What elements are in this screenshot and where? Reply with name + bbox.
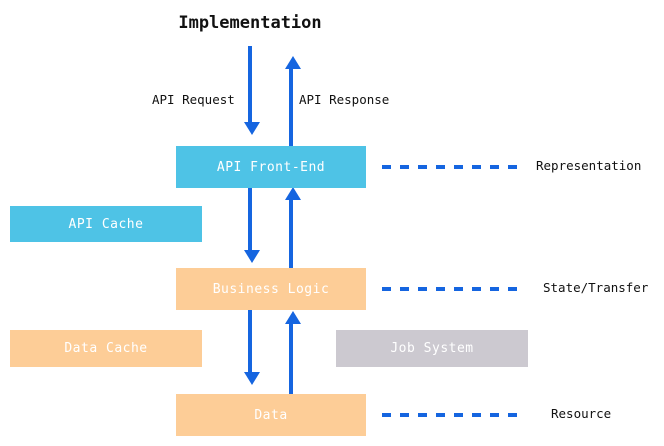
arrow-logic-to-data-line xyxy=(248,310,252,372)
node-api-front-end[interactable]: API Front-End xyxy=(176,146,366,188)
dashed-connector-resource xyxy=(382,413,522,417)
arrow-data-to-logic-head-icon xyxy=(285,311,301,324)
page-title: Implementation xyxy=(178,13,322,33)
arrow-api-response-head-icon xyxy=(285,56,301,69)
arrow-logic-to-frontend-head-icon xyxy=(285,187,301,200)
side-label-resource: Resource xyxy=(551,406,612,421)
arrow-frontend-to-logic-line xyxy=(248,188,252,250)
node-api-cache[interactable]: API Cache xyxy=(10,206,202,242)
side-label-state-transfer: State/Transfer xyxy=(543,280,649,295)
arrow-logic-to-data-head-icon xyxy=(244,372,260,385)
node-data-cache[interactable]: Data Cache xyxy=(10,330,202,367)
arrow-frontend-to-logic-head-icon xyxy=(244,250,260,263)
arrow-logic-to-frontend-line xyxy=(289,200,293,268)
node-data[interactable]: Data xyxy=(176,394,366,436)
arrow-api-request-head-icon xyxy=(244,122,260,135)
node-job-system[interactable]: Job System xyxy=(336,330,528,367)
dashed-connector-representation xyxy=(382,165,522,169)
flow-label-api-response: API Response xyxy=(299,92,390,107)
arrow-data-to-logic-line xyxy=(289,324,293,394)
arrow-api-request-line xyxy=(248,46,252,122)
node-business-logic[interactable]: Business Logic xyxy=(176,268,366,310)
dashed-connector-state-transfer xyxy=(382,287,522,291)
arrow-api-response-line xyxy=(289,69,293,146)
flow-label-api-request: API Request xyxy=(152,92,235,107)
side-label-representation: Representation xyxy=(536,158,642,173)
